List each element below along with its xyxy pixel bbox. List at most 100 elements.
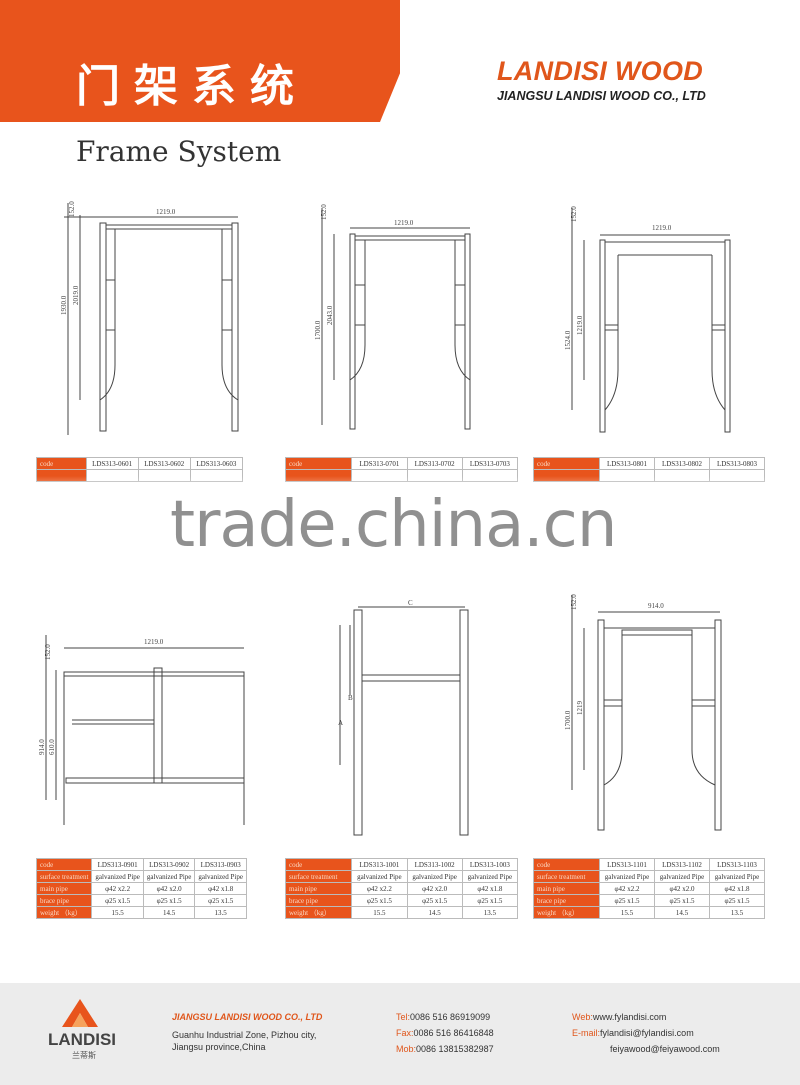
row-label: brace pipe: [533, 894, 600, 907]
table-cell: 13.5: [709, 906, 765, 919]
dim-h1: 1524.0: [564, 330, 572, 350]
table-cell: φ25 x1.5: [599, 894, 655, 907]
table-cell: φ42 x2.2: [91, 882, 144, 895]
row-label: code: [284, 858, 353, 871]
row-label: surface treatment: [35, 870, 93, 883]
table-cell: galvanized Pipe: [461, 870, 519, 883]
frame-drawing-0901: 152.0 1219.0 914.0 610.0: [38, 635, 245, 825]
table-cell: φ25 x1.5: [709, 894, 765, 907]
row-label: code: [533, 457, 600, 470]
dim-h1: 1700.0: [564, 710, 572, 730]
table-cell: φ42 x2.0: [406, 882, 463, 895]
frame-drawing-0801: 152.0 1219.0 1524.0 1219.0: [564, 206, 731, 433]
table-cell: galvanized Pipe: [194, 870, 247, 883]
dim-width: 914.0: [648, 602, 664, 610]
table-cell: galvanized Pipe: [599, 870, 655, 883]
table-cell: 13.5: [194, 906, 247, 919]
table-cell: φ42 x1.8: [709, 882, 765, 895]
row-label: code: [36, 457, 87, 470]
email-link-1[interactable]: fylandisi@fylandisi.com: [600, 1028, 694, 1038]
code-cell: LDS313-0703: [461, 457, 519, 470]
dim-width: 1219.0: [394, 219, 414, 227]
watermark: trade.china.cn: [170, 488, 617, 562]
dim-width: 1219.0: [652, 224, 672, 232]
table-cell: φ42 x2.2: [351, 882, 408, 895]
table-cell: 14.5: [654, 906, 710, 919]
frame-drawing-0701: 152.0 1219.0 1700.0 2043.0: [314, 204, 471, 430]
dim-a: A: [338, 719, 343, 727]
web-link[interactable]: www.fylandisi.com: [592, 1012, 667, 1022]
code-cell: LDS313-1103: [709, 858, 765, 871]
code-cell: LDS313-0801: [599, 457, 655, 470]
table-cell: φ25 x1.5: [461, 894, 519, 907]
dim-top: 152.0: [320, 204, 328, 220]
table-cell: 15.5: [351, 906, 408, 919]
logo-text: LANDISI: [48, 1030, 116, 1049]
row-label: main pipe: [284, 882, 353, 895]
chinese-title: 门架系统: [76, 61, 308, 112]
dim-h2: 610.0: [48, 739, 56, 755]
dim-h2: 2043.0: [326, 305, 334, 325]
mob-value: 0086 13815382987: [416, 1044, 494, 1054]
logo-chinese: 兰蒂斯: [72, 1051, 96, 1060]
company-name: JIANGSU LANDISI WOOD CO., LTD: [497, 89, 706, 103]
mob-label: Mob:: [396, 1044, 417, 1054]
table-cell: φ25 x1.5: [351, 894, 408, 907]
landisi-logo-icon: [62, 999, 98, 1027]
row-label: main pipe: [533, 882, 600, 895]
row-label: surface treatment: [533, 870, 600, 883]
table-cell: φ42 x2.0: [142, 882, 196, 895]
mob: Mob:0086 13815382987: [396, 1044, 494, 1054]
table-cell: galvanized Pipe: [654, 870, 710, 883]
table-cell: 14.5: [406, 906, 463, 919]
code-cell: LDS313-0702: [406, 457, 463, 470]
table-cell: φ42 x1.8: [194, 882, 247, 895]
table-cell: φ25 x1.5: [194, 894, 247, 907]
table-cell: φ25 x1.5: [654, 894, 710, 907]
dim-top: 152.0: [570, 594, 578, 610]
code-cell: LDS313-0902: [142, 858, 196, 871]
email: E-mail:fylandisi@fylandisi.com: [572, 1028, 694, 1038]
code-cell: LDS313-0602: [137, 457, 191, 470]
fax-value: 0086 516 86416848: [413, 1028, 494, 1038]
row-label: surface treatment: [284, 870, 353, 883]
fax-label: Fax:: [396, 1028, 414, 1038]
email-link-2[interactable]: feiyawood@feiyawood.com: [610, 1044, 720, 1054]
table-cell: galvanized Pipe: [406, 870, 463, 883]
row-label: main pipe: [35, 882, 93, 895]
row-label: brace pipe: [35, 894, 93, 907]
row-label: weight （kg）: [533, 906, 600, 919]
code-cell: LDS313-1002: [406, 858, 463, 871]
code-cell: LDS313-1001: [351, 858, 408, 871]
address-line-2: Jiangsu province,China: [172, 1042, 266, 1052]
code-cell: LDS313-0803: [709, 457, 765, 470]
table-cell: 15.5: [91, 906, 144, 919]
table-cell: 13.5: [461, 906, 519, 919]
dim-h2: 2019.0: [72, 285, 80, 305]
row-label: code: [533, 858, 600, 871]
code-cell: LDS313-0802: [654, 457, 710, 470]
web-label: Web:: [572, 1012, 593, 1022]
dim-h2: 1219: [576, 701, 584, 716]
brand-name: LANDISI WOOD: [497, 56, 704, 86]
dim-top: 152.0: [570, 206, 578, 222]
tel-value: 0086 516 86919099: [410, 1012, 491, 1022]
table-cell: φ42 x1.8: [461, 882, 519, 895]
code-cell: LDS313-0601: [85, 457, 139, 470]
table-cell: galvanized Pipe: [351, 870, 408, 883]
dim-width: C: [408, 599, 413, 607]
code-cell: LDS313-1102: [654, 858, 710, 871]
row-label: weight （kg）: [35, 906, 93, 919]
